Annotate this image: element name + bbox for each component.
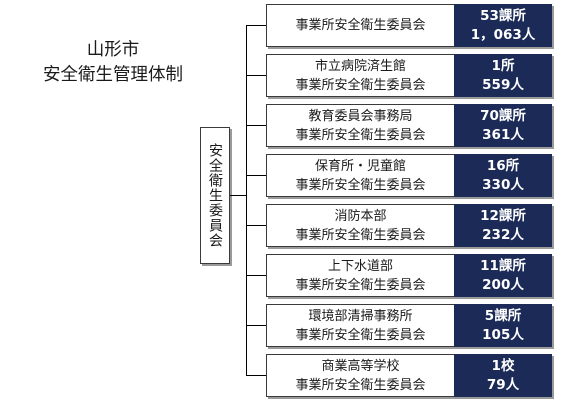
unit-people: 200人 xyxy=(482,276,524,293)
unit-stats: 1所 559人 xyxy=(454,54,552,97)
connector-branch xyxy=(246,275,266,276)
unit-stats: 70課所 361人 xyxy=(454,104,552,147)
unit-stats: 53課所 1，063人 xyxy=(454,4,552,47)
unit-name-line2: 事業所安全衛生委員会 xyxy=(295,177,426,193)
unit-name-line1: 商業高等学校 xyxy=(321,358,400,374)
unit-people: 559人 xyxy=(482,76,524,93)
unit-count: 12課所 xyxy=(480,207,526,224)
connector-branch xyxy=(246,125,266,126)
connector-trunk xyxy=(246,25,247,375)
unit-count: 70課所 xyxy=(480,107,526,124)
unit-stats: 11課所 200人 xyxy=(454,254,552,297)
unit-name: 環境部清掃事務所 事業所安全衛生委員会 xyxy=(266,304,454,347)
central-committee-label: 安全衛生委員会 xyxy=(207,143,223,248)
unit-name: 教育委員会事務局 事業所安全衛生委員会 xyxy=(266,104,454,147)
unit-stats: 12課所 232人 xyxy=(454,204,552,247)
unit-name-line1: 環境部清掃事務所 xyxy=(308,308,413,324)
unit-count: 5課所 xyxy=(484,307,522,324)
unit-name-line1: 市立病院済生館 xyxy=(314,58,406,74)
title-city: 山形市 xyxy=(86,40,140,60)
unit-stats: 1校 79人 xyxy=(454,354,552,397)
unit-name-line2: 事業所安全衛生委員会 xyxy=(295,127,426,143)
unit-stats: 5課所 105人 xyxy=(454,304,552,347)
title-system: 安全衛生管理体制 xyxy=(43,65,183,85)
unit-name-line2: 事業所安全衛生委員会 xyxy=(295,277,426,293)
unit-name: 上下水道部 事業所安全衛生委員会 xyxy=(266,254,454,297)
unit-name: 消防本部 事業所安全衛生委員会 xyxy=(266,204,454,247)
connector-branch xyxy=(246,375,266,376)
unit-committee-row: 商業高等学校 事業所安全衛生委員会 1校 79人 xyxy=(266,354,552,397)
unit-count: 1校 xyxy=(491,357,515,374)
unit-people: 361人 xyxy=(482,126,524,143)
unit-count: 53課所 xyxy=(480,7,526,24)
connector-branch xyxy=(246,225,266,226)
unit-committee-row: 環境部清掃事務所 事業所安全衛生委員会 5課所 105人 xyxy=(266,304,552,347)
unit-committee-row: 消防本部 事業所安全衛生委員会 12課所 232人 xyxy=(266,204,552,247)
unit-name: 事業所安全衛生委員会 xyxy=(266,4,454,47)
unit-committee-row: 市立病院済生館 事業所安全衛生委員会 1所 559人 xyxy=(266,54,552,97)
unit-stats: 16所 330人 xyxy=(454,154,552,197)
unit-people: 1，063人 xyxy=(470,26,536,43)
unit-count: 16所 xyxy=(486,157,520,174)
unit-name-line1: 事業所安全衛生委員会 xyxy=(295,18,426,33)
connector-stub xyxy=(230,195,246,196)
unit-count: 1所 xyxy=(491,57,515,74)
unit-people: 330人 xyxy=(482,176,524,193)
unit-committee-row: 事業所安全衛生委員会 53課所 1，063人 xyxy=(266,4,552,47)
unit-people: 232人 xyxy=(482,226,524,243)
connector-branch xyxy=(246,25,266,26)
unit-count: 11課所 xyxy=(480,257,526,274)
unit-name: 市立病院済生館 事業所安全衛生委員会 xyxy=(266,54,454,97)
unit-committee-row: 保育所・児童館 事業所安全衛生委員会 16所 330人 xyxy=(266,154,552,197)
connector-branch xyxy=(246,75,266,76)
unit-committee-row: 教育委員会事務局 事業所安全衛生委員会 70課所 361人 xyxy=(266,104,552,147)
unit-name-line1: 保育所・児童館 xyxy=(314,158,406,174)
unit-name-line2: 事業所安全衛生委員会 xyxy=(295,327,426,343)
unit-name-line1: 上下水道部 xyxy=(327,258,393,274)
unit-name-line1: 消防本部 xyxy=(334,208,387,224)
connector-branch xyxy=(246,325,266,326)
unit-committee-row: 上下水道部 事業所安全衛生委員会 11課所 200人 xyxy=(266,254,552,297)
unit-name-line2: 事業所安全衛生委員会 xyxy=(295,377,426,393)
central-safety-committee-box: 安全衛生委員会 xyxy=(200,127,230,264)
unit-name-line2: 事業所安全衛生委員会 xyxy=(295,227,426,243)
unit-name: 商業高等学校 事業所安全衛生委員会 xyxy=(266,354,454,397)
unit-name-line1: 教育委員会事務局 xyxy=(308,108,413,124)
connector-branch xyxy=(246,175,266,176)
unit-name: 保育所・児童館 事業所安全衛生委員会 xyxy=(266,154,454,197)
unit-people: 79人 xyxy=(486,376,520,393)
unit-people: 105人 xyxy=(482,326,524,343)
org-chart-title: 山形市 安全衛生管理体制 xyxy=(22,38,204,88)
unit-name-line2: 事業所安全衛生委員会 xyxy=(295,77,426,93)
